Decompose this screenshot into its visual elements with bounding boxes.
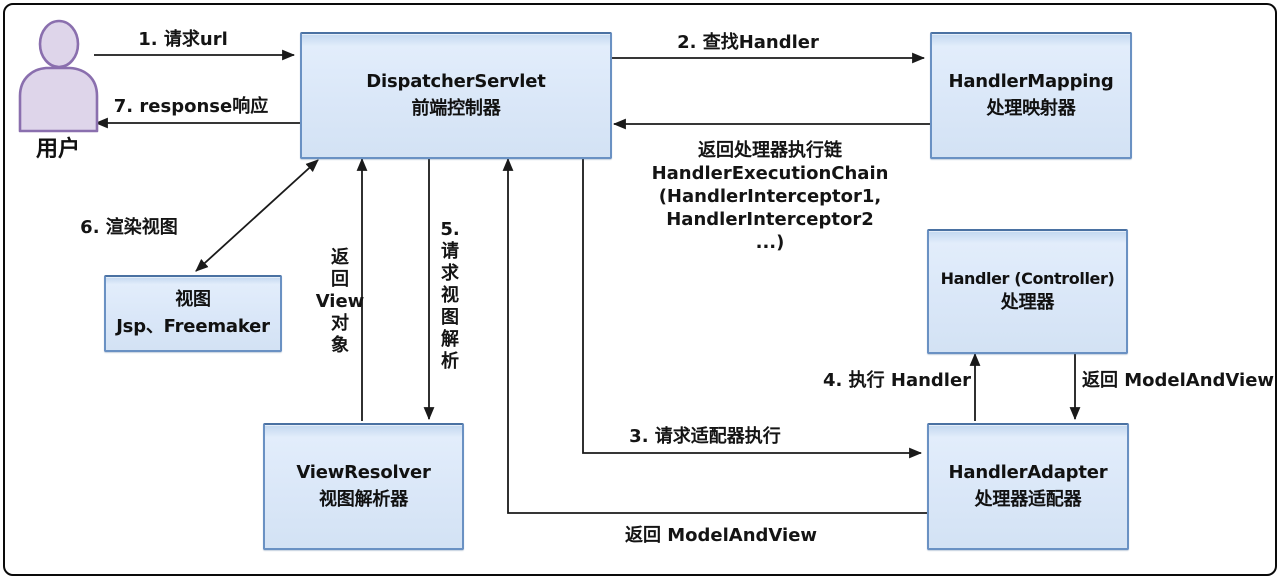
edge-label-return-mav-right: 返回 ModelAndView [1082,370,1275,391]
node-view: 视图 Jsp、Freemaker [104,275,282,352]
user-icon [18,19,99,133]
edge-label-handler-execution-chain: 返回处理器执行链 HandlerExecutionChain (HandlerI… [651,140,889,253]
node-handler-controller: Handler (Controller) 处理器 [927,229,1128,354]
edge-label-find-handler: 2. 查找Handler [677,32,819,53]
edge-label-request-url: 1. 请求url [138,29,228,50]
edge-label-response: 7. response响应 [113,96,269,117]
edge-6-render-view [195,159,319,272]
user-label: 用户 [35,137,80,162]
node-title: DispatcherServlet [366,71,546,93]
node-title: ViewResolver [296,462,431,484]
edge-3-request-adapter [582,156,923,459]
edge-label-render-view: 6. 渲染视图 [80,217,178,238]
node-subtitle: 视图解析器 [319,488,408,510]
edge-label-execute-handler: 4. 执行 Handler [823,370,972,391]
node-subtitle: 处理器 [1000,292,1055,314]
node-title: 视图 [175,289,211,311]
node-title: Handler (Controller) [940,268,1115,288]
node-subtitle: Jsp、Freemaker [116,315,270,337]
node-subtitle: 处理器适配器 [974,488,1082,510]
node-subtitle: 处理映射器 [986,97,1076,119]
edge-label-return-mav-bottom: 返回 ModelAndView [624,525,818,546]
node-subtitle: 前端控制器 [411,97,501,119]
edge-label-request-view-resolve: 5. 请 求 视 图 解 析 [440,219,460,372]
node-dispatcher-servlet: DispatcherServlet 前端控制器 [300,32,612,159]
node-title: HandlerMapping [948,71,1114,93]
node-handler-adapter: HandlerAdapter 处理器适配器 [927,423,1129,550]
node-title: HandlerAdapter [948,462,1108,484]
edge-return-mav-bottom [502,157,927,514]
node-view-resolver: ViewResolver 视图解析器 [263,423,464,550]
node-handler-mapping: HandlerMapping 处理映射器 [930,32,1132,159]
edge-label-request-adapter: 3. 请求适配器执行 [629,426,781,447]
edge-label-return-view-object: 返 回 View 对 象 [315,247,365,356]
